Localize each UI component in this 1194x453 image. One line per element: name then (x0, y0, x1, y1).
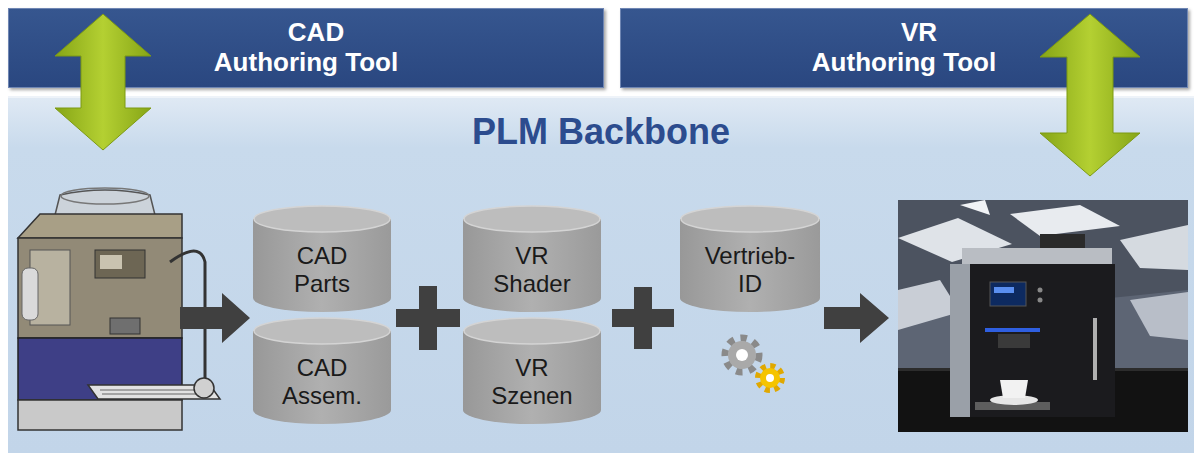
panel-title: PLM Backbone (8, 110, 1194, 153)
rendered-machine-photo (950, 264, 970, 417)
rendered-machine-photo (1038, 298, 1043, 303)
cad-machine-illustration (194, 378, 214, 398)
database-cylinder: CAD Parts (253, 205, 391, 312)
cad-machine-illustration (95, 250, 145, 278)
rendered-machine-photo (898, 200, 1188, 320)
rendered-machine-photo (1010, 205, 1120, 236)
database-cylinder: VR Shader (463, 205, 601, 312)
cad-machine-illustration (100, 255, 122, 269)
cad-machine-illustration (100, 390, 208, 394)
gear-icon (766, 374, 774, 382)
sync-double-arrow (55, 14, 1140, 176)
rendered-machine-photo (1040, 234, 1085, 252)
cylinder-top (254, 318, 390, 344)
cad-machine-illustration (30, 250, 70, 325)
flow-arrow (180, 293, 250, 343)
plus-symbol (396, 286, 674, 350)
rendered-machine-photo (950, 264, 1115, 417)
plus-symbol (419, 286, 437, 350)
database-cylinder: CAD Assem. (253, 317, 391, 424)
cad-machine-illustration (18, 214, 182, 238)
rendered-machine-photo (960, 200, 990, 215)
cad-machine-illustration (18, 400, 182, 430)
rendered-machine-photo (898, 200, 1188, 432)
rendered-machine-photo (962, 248, 1112, 266)
rendered-machine-photo (990, 282, 1026, 306)
gear-icon (725, 338, 782, 390)
rendered-machine-photo (1000, 380, 1028, 398)
cad-machine-illustration (61, 188, 149, 204)
gear-icon (728, 341, 756, 369)
cylinder-body (253, 331, 391, 424)
cylinder-body (253, 219, 391, 312)
cylinder-top (464, 318, 600, 344)
cad-machine-illustration (55, 190, 155, 215)
gear-icon (725, 338, 759, 372)
cylinder-body (463, 331, 601, 424)
sync-double-arrow (1040, 14, 1140, 176)
cylinder-body (463, 219, 601, 312)
plus-symbol (634, 287, 652, 349)
cylinder-label: VR Shader (482, 242, 582, 297)
cad-machine-illustration (88, 385, 220, 399)
rendered-machine-photo (898, 200, 1188, 432)
plus-symbol (612, 309, 674, 327)
rendered-machine-photo (985, 328, 1040, 332)
cylinder-label: CAD Assem. (272, 354, 372, 409)
cad-machine-illustration (170, 251, 205, 378)
cad-machine-illustration (18, 338, 182, 400)
cad-machine-illustration (18, 238, 182, 338)
gear-icon (760, 368, 780, 388)
rendered-machine-photo (994, 287, 1014, 293)
band-label: CAD Authoring Tool (211, 18, 401, 78)
rendered-machine-photo (1093, 318, 1097, 380)
rendered-machine-photo (898, 218, 1012, 262)
database-cylinder: Vertrieb- ID (680, 205, 820, 312)
cylinder-label: CAD Parts (272, 242, 372, 297)
flow-arrow (180, 293, 889, 343)
rendered-machine-photo (998, 334, 1030, 348)
rendered-machine-photo (975, 402, 1050, 410)
plus-symbol (396, 309, 460, 327)
gear-icon (736, 349, 748, 361)
tool-band: CAD Authoring Tool (8, 8, 604, 88)
cylinder-top (681, 206, 819, 232)
cylinder-label: Vertrieb- ID (700, 242, 800, 297)
backbone-panel: PLM BackboneCAD PartsCAD Assem. VR Shader… (8, 96, 1194, 453)
cad-machine-illustration (110, 318, 140, 334)
sync-double-arrow (55, 14, 151, 150)
cad-machine-illustration (18, 188, 220, 430)
rendered-machine-photo (898, 368, 1188, 432)
database-cylinder: VR Szenen (463, 317, 601, 424)
cylinder-body (680, 219, 820, 312)
rendered-machine-photo (898, 368, 1188, 371)
cad-machine-illustration (22, 268, 38, 320)
rendered-machine-photo (1038, 288, 1043, 293)
flow-arrow (824, 293, 889, 343)
gear-icon (758, 366, 782, 390)
cylinder-top (464, 206, 600, 232)
band-label: VR Authoring Tool (810, 18, 998, 78)
tool-band: VR Authoring Tool (620, 8, 1188, 88)
rendered-machine-photo (1120, 225, 1188, 270)
rendered-machine-photo (1130, 292, 1188, 340)
rendered-machine-photo (990, 395, 1038, 405)
cylinder-label: VR Szenen (482, 354, 582, 409)
cylinder-top (254, 206, 390, 232)
rendered-machine-photo (898, 280, 960, 330)
